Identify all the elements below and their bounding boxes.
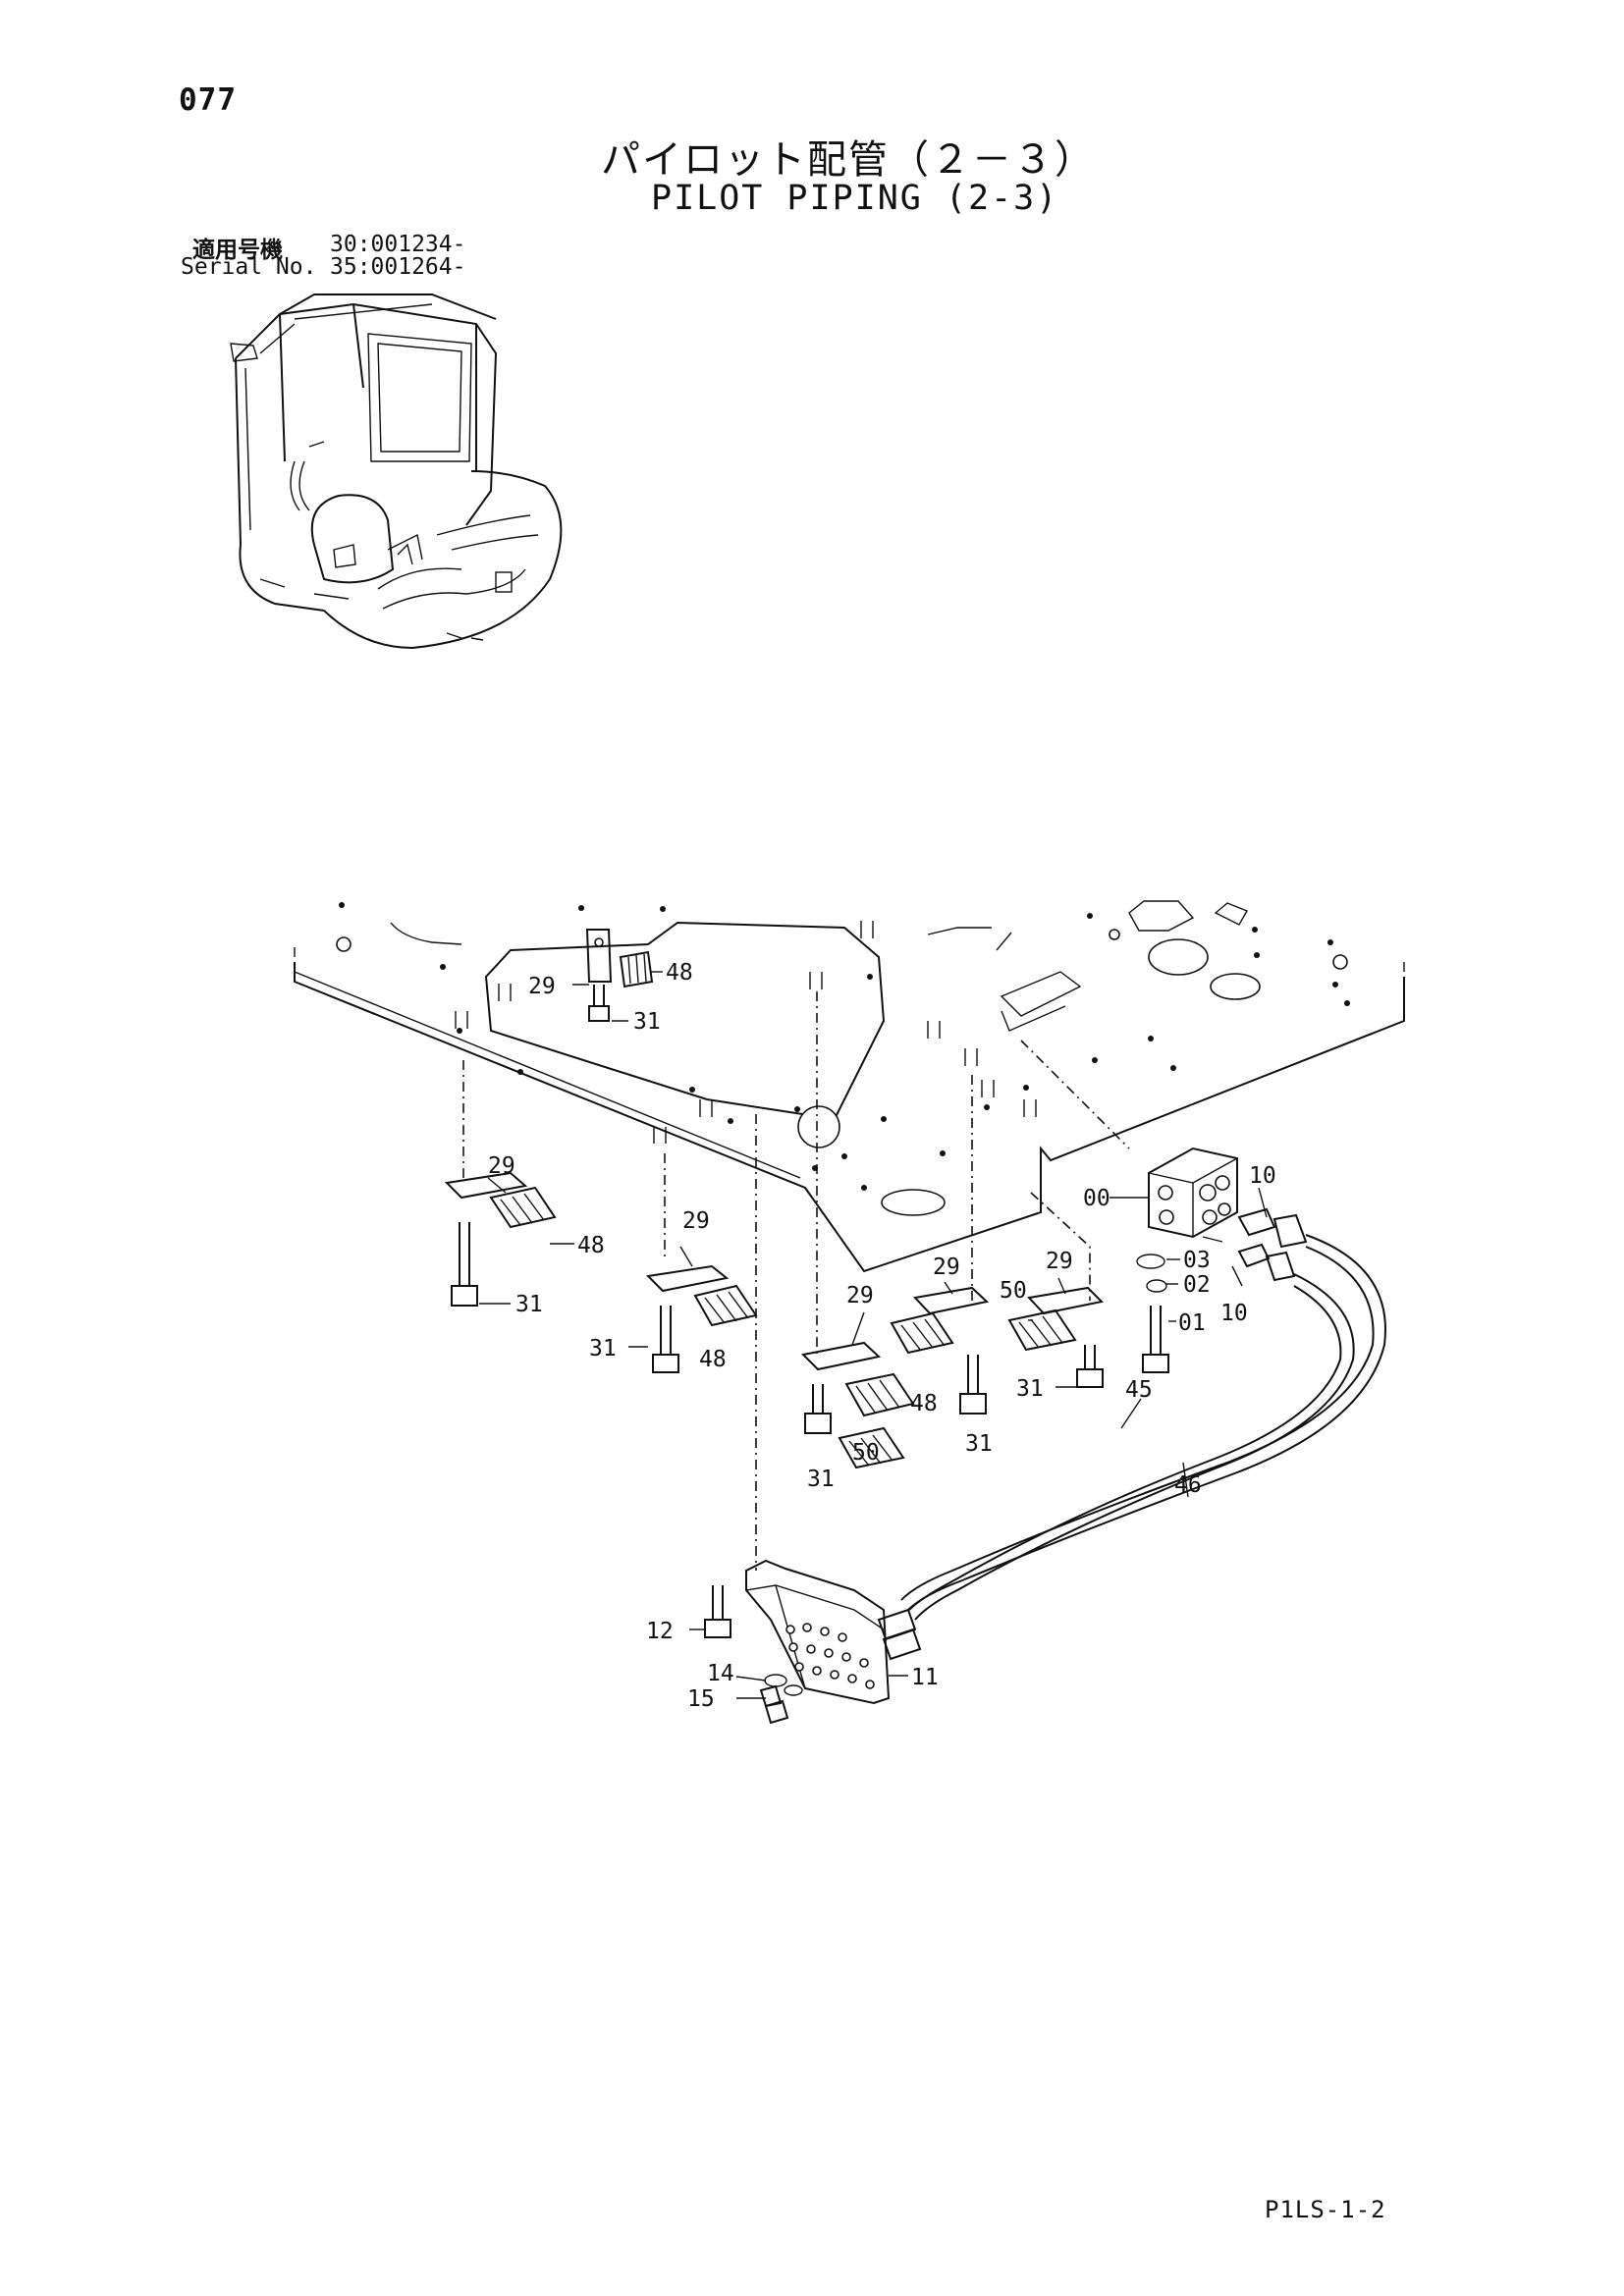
footer-code: P1LS-1-2 <box>1265 2196 1386 2223</box>
callout-29-mid-left: 29 <box>682 1208 710 1234</box>
clamp-assembly-mid-left <box>645 1264 758 1373</box>
page-title-japanese: パイロット配管（２－３） <box>601 137 1096 183</box>
mounting-bracket <box>704 1559 922 1725</box>
callout-48-center: 48 <box>910 1391 938 1416</box>
pilot-hoses <box>900 1234 1386 1621</box>
excavator-cab-illustration <box>230 294 563 650</box>
callout-48-left: 48 <box>577 1233 605 1258</box>
callout-31-center: 31 <box>807 1467 835 1492</box>
callout-15: 15 <box>687 1686 715 1712</box>
callout-12: 12 <box>646 1619 674 1644</box>
callout-03: 03 <box>1183 1248 1211 1273</box>
serial-range-2: 35:001264- <box>330 254 466 280</box>
callout-02: 02 <box>1183 1272 1211 1298</box>
callout-00: 00 <box>1083 1186 1110 1211</box>
callout-11: 11 <box>911 1665 939 1690</box>
callout-31-mid-left: 31 <box>589 1336 617 1362</box>
callout-29-left: 29 <box>488 1153 515 1179</box>
callout-31-top: 31 <box>633 1009 661 1035</box>
callout-29-right: 29 <box>1046 1249 1073 1274</box>
clamp-assembly-mid-right <box>890 1286 990 1415</box>
callout-14: 14 <box>707 1661 734 1686</box>
callout-29-top: 29 <box>528 974 556 999</box>
serial-label-japanese: 適用号機 <box>192 238 283 263</box>
page-number: 077 <box>179 82 237 118</box>
plate-holes <box>339 902 1350 1191</box>
callout-31-right: 31 <box>1016 1376 1044 1402</box>
part-callouts: 29 48 31 29 48 31 29 48 31 29 31 50 48 2… <box>488 960 1276 1712</box>
top-bracket-assembly <box>585 929 654 1022</box>
callout-31-mid-right: 31 <box>965 1431 993 1457</box>
pilot-valve-block <box>1148 1147 1238 1239</box>
bracket-holes <box>785 1623 875 1689</box>
callout-50-right: 50 <box>1000 1278 1027 1304</box>
callout-31-left: 31 <box>515 1292 543 1317</box>
callout-10-upper: 10 <box>1249 1163 1276 1189</box>
callout-50-center: 50 <box>852 1440 880 1466</box>
assembly-guide-lines <box>462 991 1130 1571</box>
clamp-assembly-left <box>444 1171 557 1307</box>
clamp-assembly-right <box>1007 1286 1105 1388</box>
page-title-english: PILOT PIPING (2-3) <box>651 179 1059 218</box>
callout-29-center: 29 <box>846 1283 874 1308</box>
callout-48-mid-left: 48 <box>699 1347 727 1372</box>
hose-fittings <box>1136 1207 1308 1373</box>
callout-29-mid-right: 29 <box>933 1255 960 1280</box>
serial-label-english: Serial No. <box>181 254 317 280</box>
clamp-assembly-center <box>800 1341 915 1469</box>
callout-45: 45 <box>1125 1377 1153 1403</box>
callout-10-lower: 10 <box>1220 1301 1248 1326</box>
callout-01: 01 <box>1178 1310 1206 1336</box>
callout-48-top: 48 <box>666 960 693 986</box>
floor-plate <box>294 900 1405 1273</box>
callout-46: 46 <box>1174 1472 1202 1498</box>
callout-leaders <box>479 971 1268 1699</box>
serial-range-1: 30:001234- <box>330 232 466 257</box>
